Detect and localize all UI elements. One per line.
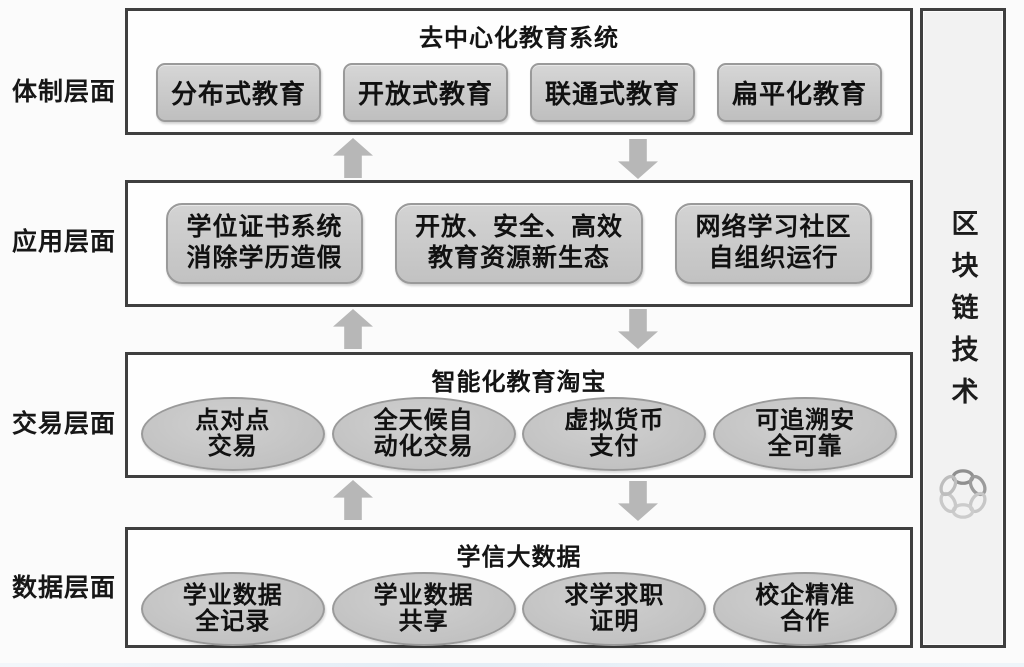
node-line: 学业数据 bbox=[182, 582, 283, 609]
layer-items-system: 分布式教育 开放式教育 联通式教育 扁平化教育 bbox=[128, 53, 910, 132]
down-arrow-icon bbox=[618, 139, 658, 179]
node-line: 全可靠 bbox=[767, 434, 843, 460]
node-line: 求学求职 bbox=[564, 582, 665, 609]
node-line: 学业数据 bbox=[373, 582, 474, 609]
node-study-job-proof: 求学求职 证明 bbox=[522, 572, 707, 646]
node-data-sharing: 学业数据 共享 bbox=[331, 572, 516, 646]
node-line: 证明 bbox=[589, 609, 640, 635]
layer-box-data: 学信大数据 学业数据 全记录 学业数据 共享 求学求职 证明 校企精准 合作 bbox=[125, 527, 913, 648]
side-label-data: 数据层面 bbox=[11, 575, 116, 602]
node-p2p-trade: 点对点 交易 bbox=[140, 397, 325, 471]
node-connected-education: 联通式教育 bbox=[529, 63, 695, 122]
node-line: 虚拟货币 bbox=[564, 407, 665, 434]
node-line: 消除学历造假 bbox=[186, 244, 343, 272]
layer-title-data: 学信大数据 bbox=[456, 545, 582, 571]
node-traceable-secure: 可追溯安 全可靠 bbox=[713, 397, 898, 471]
layer-items-application: 学位证书系统 消除学历造假 开放、安全、高效 教育资源新生态 网络学习社区 自组… bbox=[128, 183, 910, 304]
node-line: 可追溯安 bbox=[755, 407, 856, 434]
node-line: 交易 bbox=[207, 434, 258, 460]
side-label-application: 应用层面 bbox=[11, 229, 116, 256]
blockchain-icon bbox=[939, 469, 987, 519]
node-line: 全天候自 bbox=[373, 407, 474, 434]
up-arrow-icon bbox=[333, 480, 373, 520]
node-resource-ecosystem: 开放、安全、高效 教育资源新生态 bbox=[394, 203, 643, 284]
node-line: 合作 bbox=[780, 609, 831, 635]
down-arrow-icon bbox=[618, 481, 658, 521]
node-line: 全记录 bbox=[195, 609, 271, 635]
node-school-enterprise: 校企精准 合作 bbox=[713, 572, 898, 646]
node-learning-community: 网络学习社区 自组织运行 bbox=[675, 203, 872, 284]
node-degree-certificate: 学位证书系统 消除学历造假 bbox=[166, 203, 363, 284]
down-arrow-icon bbox=[618, 309, 658, 349]
up-arrow-icon bbox=[333, 309, 373, 349]
up-arrow-icon bbox=[333, 138, 373, 178]
blockchain-bar-label: 区块链技术 bbox=[947, 209, 978, 419]
layer-box-transaction: 智能化教育淘宝 点对点 交易 全天候自 动化交易 虚拟货币 支付 可追溯安 全可… bbox=[125, 352, 913, 478]
node-line: 校企精准 bbox=[755, 582, 856, 609]
node-open-education: 开放式教育 bbox=[342, 63, 508, 122]
node-line: 网络学习社区 bbox=[695, 214, 852, 241]
node-line: 共享 bbox=[398, 609, 449, 635]
layer-title-system: 去中心化教育系统 bbox=[419, 26, 619, 52]
node-line: 自组织运行 bbox=[708, 244, 839, 272]
node-distributed-education: 分布式教育 bbox=[155, 63, 321, 122]
layer-items-transaction: 点对点 交易 全天候自 动化交易 虚拟货币 支付 可追溯安 全可靠 bbox=[128, 397, 910, 471]
node-line: 支付 bbox=[589, 434, 640, 460]
node-line: 动化交易 bbox=[373, 434, 474, 460]
node-flat-education: 扁平化教育 bbox=[716, 63, 882, 122]
layer-title-transaction: 智能化教育淘宝 bbox=[431, 370, 607, 396]
node-academic-record: 学业数据 全记录 bbox=[140, 572, 325, 646]
node-line: 教育资源新生态 bbox=[427, 244, 610, 272]
layer-box-system: 去中心化教育系统 分布式教育 开放式教育 联通式教育 扁平化教育 bbox=[125, 8, 913, 135]
side-label-system: 体制层面 bbox=[11, 79, 116, 106]
node-line: 学位证书系统 bbox=[186, 214, 343, 241]
side-label-transaction: 交易层面 bbox=[11, 411, 116, 438]
node-virtual-currency: 虚拟货币 支付 bbox=[522, 397, 707, 471]
layer-box-application: 学位证书系统 消除学历造假 开放、安全、高效 教育资源新生态 网络学习社区 自组… bbox=[125, 180, 913, 307]
node-line: 开放、安全、高效 bbox=[414, 214, 623, 241]
layer-items-data: 学业数据 全记录 学业数据 共享 求学求职 证明 校企精准 合作 bbox=[128, 572, 910, 646]
node-automated-trade: 全天候自 动化交易 bbox=[331, 397, 516, 471]
node-line: 点对点 bbox=[195, 407, 271, 434]
blockchain-bar: 区块链技术 bbox=[920, 8, 1006, 648]
